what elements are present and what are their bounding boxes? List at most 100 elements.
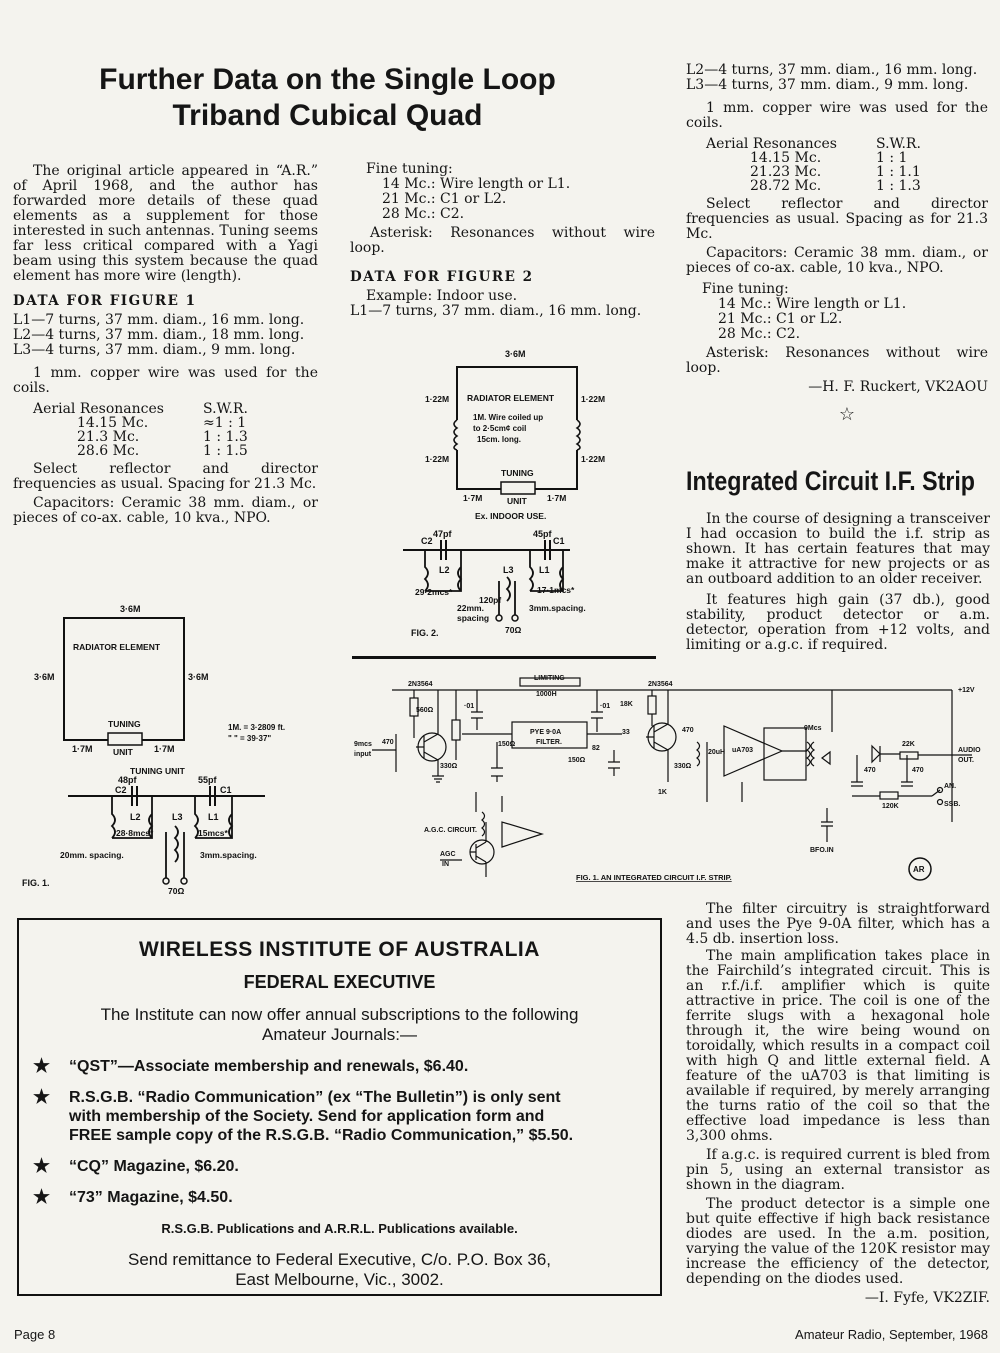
schematic-wiring bbox=[372, 677, 972, 877]
table-row: 14.15 Mc. ≈1 : 1 bbox=[33, 416, 248, 430]
separator-star: ☆ bbox=[838, 404, 856, 425]
col3-resonance-table: Aerial Resonances S.W.R. 14.15 Mc. 1 : 1… bbox=[706, 137, 921, 193]
fine-tuning-heading: Fine tuning: bbox=[366, 161, 453, 177]
fig2-coil-note-2: to 2·5cm¢ coil bbox=[473, 424, 526, 433]
label-c470-b: 470 bbox=[912, 767, 924, 774]
label-20uh: 20uH bbox=[708, 749, 725, 756]
schematic-caption: FIG. 1. AN INTEGRATED CIRCUIT I.F. STRIP… bbox=[576, 873, 732, 882]
label-ssb: SSB. bbox=[944, 801, 960, 808]
label-transistor-1: 2N3564 bbox=[408, 681, 433, 688]
figure-2-diagram: 3·6M RADIATOR ELEMENT 1·22M 1·22M 1M. Wi… bbox=[403, 349, 605, 638]
wia-remit-1: Send remittance to Federal Executive, C/… bbox=[127, 1250, 552, 1269]
fig2-coil-note-3: 15cm. long. bbox=[477, 435, 521, 444]
ar-logo-text: AR bbox=[913, 865, 925, 874]
wia-advertisement: WIRELESS INSTITUTE OF AUSTRALIA FEDERAL … bbox=[17, 918, 662, 1296]
col3-select-note: Select reflector and director frequencie… bbox=[686, 196, 988, 242]
column-2-text: Fine tuning: 14 Mc.: Wire length or L1. … bbox=[350, 162, 655, 319]
label-ua703: uA703 bbox=[732, 747, 753, 754]
label-r18k: 18K bbox=[620, 701, 633, 708]
fig2-l3-label: L3 bbox=[503, 565, 514, 575]
star-icon: ★ bbox=[33, 1056, 51, 1077]
fig2-tuning-label: TUNING bbox=[501, 468, 534, 478]
fig1-c1-label: C1 bbox=[220, 785, 232, 795]
fig1-coil-l2: L2—4 turns, 37 mm. diam., 18 mm. long. bbox=[13, 327, 305, 343]
fig1-l2-label: L2 bbox=[130, 812, 141, 822]
article2-intro-text: In the course of designing a transceiver… bbox=[686, 512, 990, 653]
label-agc-circuit: A.G.C. CIRCUIT. bbox=[424, 827, 477, 834]
label-r330-b: 330Ω bbox=[674, 763, 692, 770]
article2-paragraph-1: In the course of designing a transceiver… bbox=[686, 511, 990, 587]
label-9mcs: 9Mcs bbox=[804, 725, 822, 732]
fig2-impedance: 70Ω bbox=[505, 625, 521, 635]
wia-item-rsgb-3: FREE sample copy of the R.S.G.B. “Radio … bbox=[69, 1127, 574, 1144]
fig1-right-length: 3·6M bbox=[188, 672, 209, 682]
label-r150-b: 150Ω bbox=[568, 757, 586, 764]
label-audio-out-2: OUT. bbox=[958, 757, 974, 764]
fig2-indoor-label: Ex. INDOOR USE. bbox=[475, 511, 546, 521]
fig2-right-length-b: 1·22M bbox=[581, 454, 605, 464]
fig1-top-length: 3·6M bbox=[120, 604, 141, 614]
article1-author: —H. F. Ruckert, VK2AOU bbox=[808, 379, 988, 395]
fig1-capacitor-note: Capacitors: Ceramic 38 mm. diam., or pie… bbox=[13, 495, 318, 526]
label-r1k: 1K bbox=[658, 789, 667, 796]
article2-paragraph-5: If a.g.c. is required current is bled fr… bbox=[686, 1147, 990, 1193]
article2-body-text: The filter circuitry is straightforward … bbox=[686, 902, 990, 1306]
col3-wire-note: 1 mm. copper wire was used for the coils… bbox=[686, 100, 988, 131]
magazine-issue: Amateur Radio, September, 1968 bbox=[795, 1327, 988, 1342]
list-item: ★ “QST”—Associate membership and renewal… bbox=[33, 1057, 640, 1076]
label-agc-in-1: AGC bbox=[440, 851, 456, 858]
fig1-select-note: Select reflector and director frequencie… bbox=[13, 461, 318, 492]
intro-paragraph: The original article appeared in “A.R.” … bbox=[13, 163, 318, 284]
fine-tuning-item: 14 Mc.: Wire length or L1. bbox=[718, 296, 907, 312]
label-c470-a: 470 bbox=[864, 767, 876, 774]
fine-tuning-item: 21 Mc.: C1 or L2. bbox=[718, 311, 843, 327]
fig2-c2-label: C2 bbox=[421, 536, 433, 546]
fig1-coil-l3: L3—4 turns, 37 mm. diam., 9 mm. long. bbox=[13, 342, 296, 358]
list-item: ★ “CQ” Magazine, $6.20. bbox=[33, 1157, 640, 1176]
table-cell: 21.23 Mc. bbox=[750, 164, 822, 180]
label-audio-out-1: AUDIO bbox=[958, 747, 981, 754]
fig2-l2-label: L2 bbox=[439, 565, 450, 575]
fig2-top-length: 3·6M bbox=[505, 349, 526, 359]
label-agc-in-2: IN bbox=[442, 861, 449, 868]
fig2-coil-gap bbox=[451, 420, 583, 450]
table-row: 21.23 Mc. 1 : 1.1 bbox=[706, 165, 921, 179]
table-row: 28.72 Mc. 1 : 1.3 bbox=[706, 179, 921, 193]
fine-tuning-item: 28 Mc.: C2. bbox=[382, 206, 465, 222]
fig1-coil-l1 bbox=[193, 796, 234, 839]
fig2-c1-label: C1 bbox=[553, 536, 565, 546]
wia-item-73: “73” Magazine, $4.50. bbox=[69, 1189, 233, 1206]
table-row: Aerial Resonances S.W.R. bbox=[706, 137, 921, 151]
star-icon: ★ bbox=[33, 1156, 51, 1177]
fig2-data-heading: DATA FOR FIGURE 2 bbox=[350, 269, 534, 285]
fine-tuning-item: 28 Mc.: C2. bbox=[718, 326, 801, 342]
list-item: ★ “73” Magazine, $4.50. bbox=[33, 1188, 640, 1207]
fig1-l3-label: L3 bbox=[172, 812, 183, 822]
table-cell: ≈1 : 1 bbox=[203, 415, 247, 431]
table-cell: 14.15 Mc. bbox=[77, 415, 149, 431]
table-cell: 1 : 1.3 bbox=[203, 429, 248, 445]
fig2-left-length-a: 1·22M bbox=[425, 394, 449, 404]
column-1-text: The original article appeared in “A.R.” … bbox=[13, 164, 318, 526]
table-cell: 14.15 Mc. bbox=[750, 150, 822, 166]
label-bfo-in: BFO.IN bbox=[810, 847, 834, 854]
wia-item-cq: “CQ” Magazine, $6.20. bbox=[69, 1158, 239, 1175]
fig2-spacing-1b: spacing bbox=[457, 613, 489, 623]
fig1-l1-label: L1 bbox=[208, 812, 219, 822]
table-row: 14.15 Mc. 1 : 1 bbox=[706, 151, 921, 165]
fig1-coil-l1: L1—7 turns, 37 mm. diam., 16 mm. long. bbox=[13, 312, 305, 328]
article2-paragraph-6: The product detector is a simple one but… bbox=[686, 1196, 990, 1287]
figure-1-diagram: 3·6M RADIATOR ELEMENT 3·6M 3·6M TUNING U… bbox=[22, 604, 285, 895]
label-r120k: 120K bbox=[882, 803, 899, 810]
fig2-freq-2: 17·1mcs* bbox=[537, 585, 575, 595]
gnd-symbol bbox=[432, 775, 444, 783]
fig2-feed-terminal-right bbox=[511, 614, 519, 622]
fig1-coil-l3 bbox=[165, 825, 185, 878]
article2-paragraph-3: The filter circuitry is straightforward … bbox=[686, 901, 990, 947]
col3-coil-l2: L2—4 turns, 37 mm. diam., 16 mm. long. bbox=[686, 62, 978, 78]
label-transistor-2: 2N3564 bbox=[648, 681, 673, 688]
wia-title: WIRELESS INSTITUTE OF AUSTRALIA bbox=[139, 938, 540, 961]
table-row: Aerial Resonances S.W.R. bbox=[33, 402, 248, 416]
label-limiting: LIMITING bbox=[534, 675, 565, 682]
fig2-coil-l2 bbox=[423, 550, 463, 592]
